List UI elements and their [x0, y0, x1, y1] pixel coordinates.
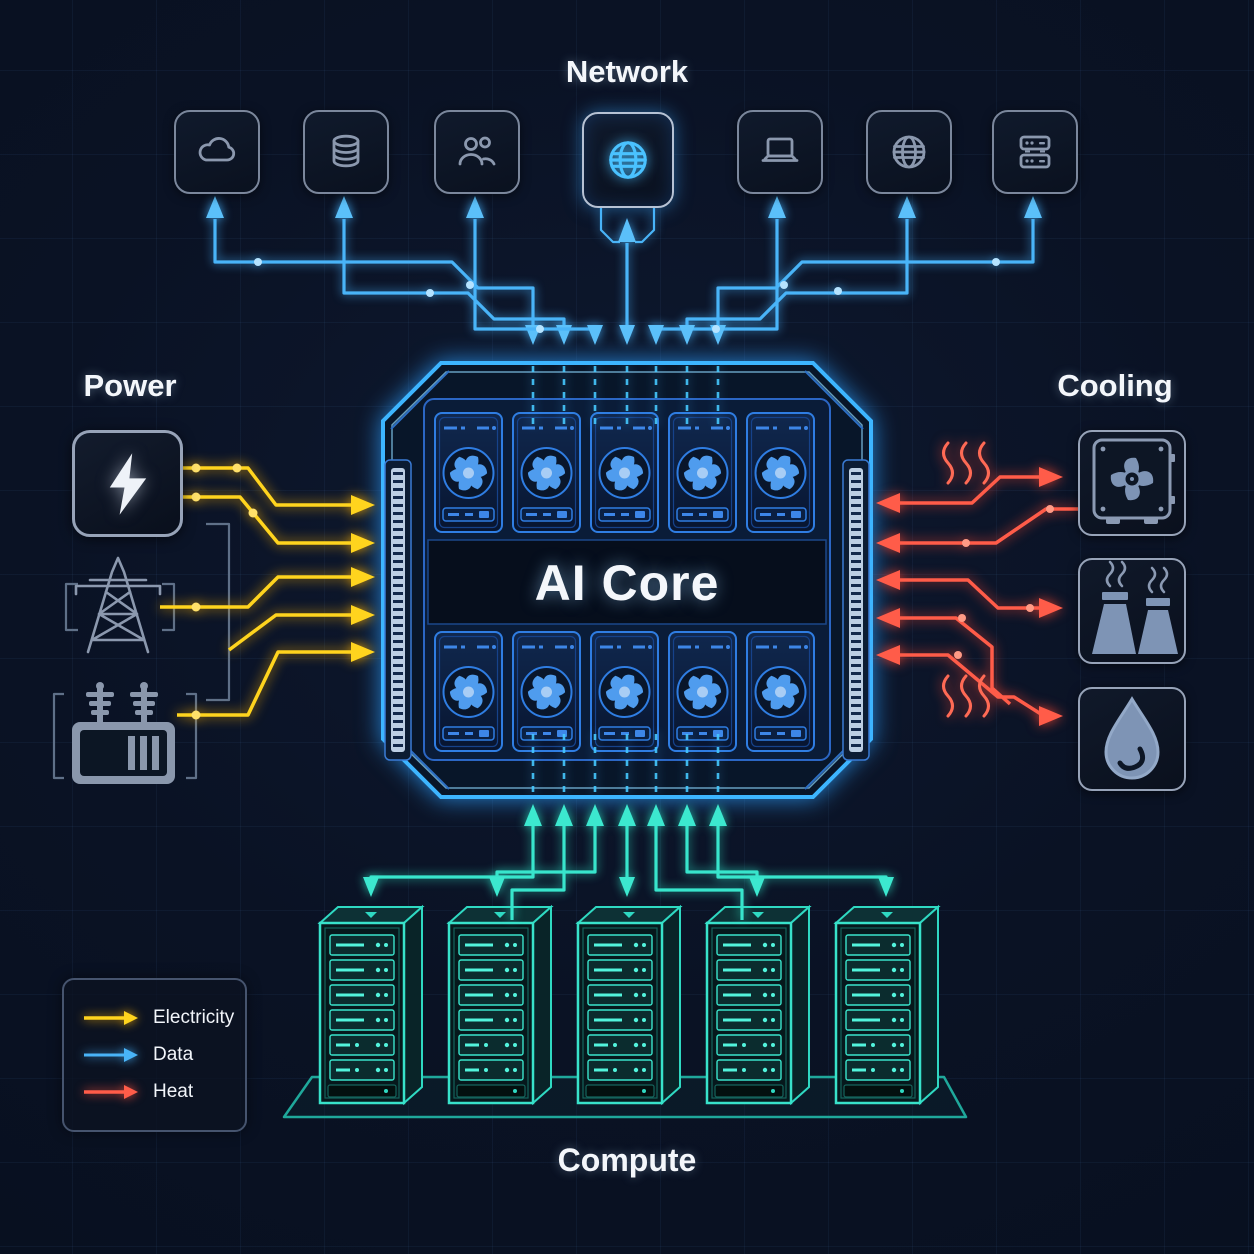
ai-core-label: AI Core	[534, 555, 720, 611]
network-node-globe-grid	[866, 110, 952, 194]
lightning-bolt-icon	[109, 452, 146, 515]
up-arrows-to-core	[524, 804, 727, 826]
compute-lines	[363, 804, 894, 920]
server-rack	[576, 905, 682, 1105]
transmission-tower-icon	[74, 556, 162, 654]
cooling-section-title: Cooling	[1057, 368, 1173, 403]
legend-item-heat: Heat	[82, 1081, 245, 1103]
heat-lines	[876, 441, 1078, 726]
network-node-database	[303, 110, 389, 194]
legend: Electricity Data Heat	[62, 978, 247, 1132]
legend-label-heat: Heat	[153, 1081, 194, 1102]
users-icon	[458, 136, 496, 166]
laptop-icon	[761, 137, 799, 162]
heat-wave-icon	[942, 441, 990, 718]
heat-arrow-icon	[84, 1085, 138, 1099]
server-rack	[834, 905, 940, 1105]
legend-item-data: Data	[82, 1044, 245, 1066]
network-node-cloud	[174, 110, 260, 194]
database-icon	[332, 134, 360, 168]
power-node-transformer	[66, 678, 181, 795]
server-rack	[705, 905, 811, 1105]
legend-item-electricity: Electricity	[82, 1007, 245, 1029]
cooling-towers-icon	[1092, 560, 1178, 654]
globe-icon	[609, 141, 647, 179]
power-bus	[52, 522, 231, 780]
network-section-title: Network	[565, 54, 689, 89]
cooling-node-towers	[1078, 558, 1186, 664]
network-node-globe	[582, 112, 674, 208]
data-lines	[206, 196, 1042, 345]
legend-label-data: Data	[153, 1044, 194, 1065]
cloud-icon	[198, 137, 236, 162]
cooling-node-fan	[1078, 430, 1186, 536]
compute-section-title: Compute	[557, 1142, 697, 1178]
network-node-laptop	[737, 110, 823, 194]
data-arrow-icon	[84, 1048, 138, 1062]
electricity-arrow-icon	[84, 1011, 138, 1025]
electricity-line-nodes	[191, 463, 258, 720]
data-line-nodes	[254, 258, 1000, 333]
left-arrows-to-core	[876, 493, 900, 665]
transformer-icon	[72, 682, 175, 784]
cooling-node-drop	[1078, 687, 1186, 791]
compute-racks	[318, 905, 940, 1105]
up-arrows-to-network	[206, 196, 1042, 242]
core-dashed-stubs	[531, 366, 720, 792]
server-stack-icon	[1019, 135, 1051, 169]
ai-core-interior	[384, 370, 870, 790]
server-rack	[318, 905, 424, 1105]
network-node-servers	[992, 110, 1078, 194]
electricity-lines	[160, 463, 375, 720]
fan-unit-icon	[1092, 438, 1175, 524]
core-side-rails	[384, 459, 870, 761]
globe-grid-icon	[892, 135, 926, 169]
water-drop-icon	[1104, 696, 1160, 780]
heat-line-nodes	[954, 505, 1054, 659]
legend-label-electricity: Electricity	[153, 1007, 235, 1028]
network-node-users	[434, 110, 520, 194]
power-node-lightning	[72, 430, 183, 537]
server-rack	[447, 905, 553, 1105]
power-node-tower	[68, 552, 168, 662]
power-section-title: Power	[83, 368, 177, 403]
